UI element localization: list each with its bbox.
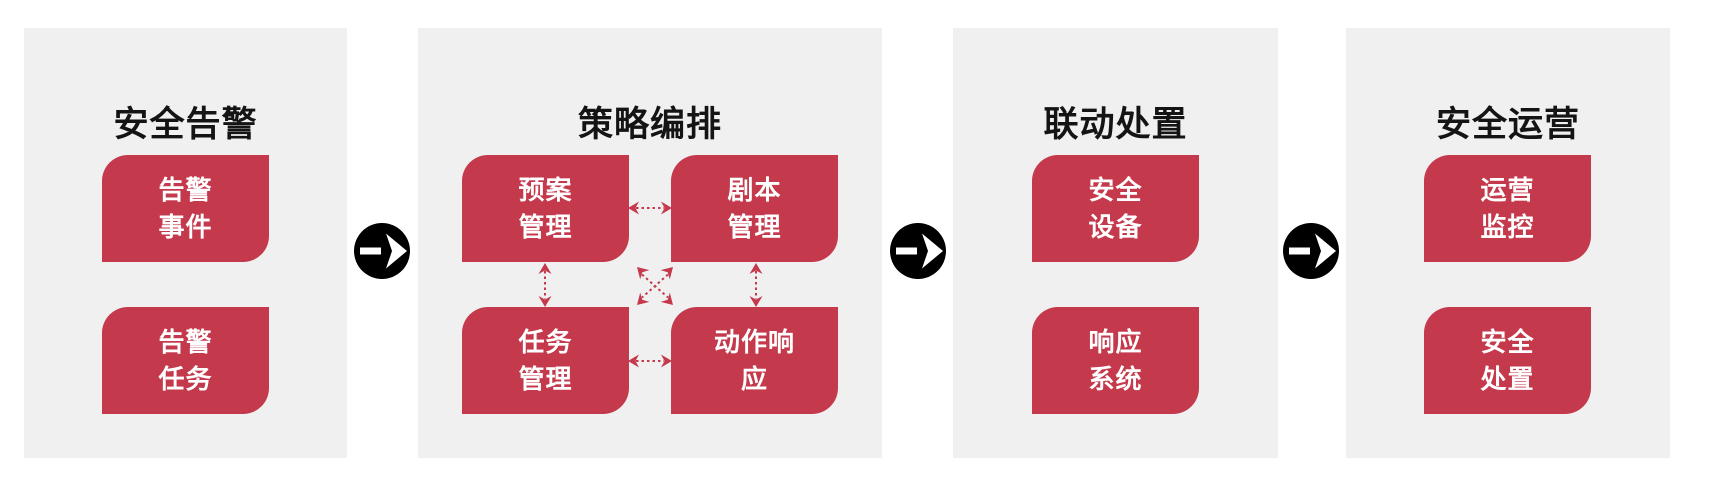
stage-box-operation-monitoring: 运营 监控: [1424, 155, 1591, 262]
flow-next-icon: [1282, 222, 1340, 280]
horizontal-dashed-double-arrow-icon: [627, 352, 673, 370]
stage-box-security-disposal: 安全 处置: [1424, 307, 1591, 414]
stage-box-action-response: 动作响 应: [671, 307, 838, 414]
stage-box-response-systems: 响应 系统: [1032, 307, 1199, 414]
flow-next-icon: [353, 222, 411, 280]
stage-box-alert-tasks: 告警 任务: [102, 307, 269, 414]
stage-title: 安全告警: [113, 105, 258, 144]
cross-exchange-arrows-icon: [628, 263, 682, 309]
stage-box-security-devices: 安全 设备: [1032, 155, 1199, 262]
stage-title: 安全运营: [1435, 105, 1580, 144]
stage-box-task-management: 任务 管理: [462, 307, 629, 414]
stage-panel-strategy-orchestration: 策略编排 预案 管理 剧本 管理 任务 管理 动作响 应: [418, 28, 882, 458]
vertical-dashed-double-arrow-icon: [747, 262, 765, 308]
stage-panel-linkage-disposal: 联动处置 安全 设备 响应 系统: [953, 28, 1278, 458]
stage-box-playbook-management: 剧本 管理: [671, 155, 838, 262]
stage-title: 策略编排: [577, 105, 722, 144]
vertical-dashed-double-arrow-icon: [536, 262, 554, 308]
stage-box-plan-management: 预案 管理: [462, 155, 629, 262]
stage-panel-security-alert: 安全告警 告警 事件 告警 任务: [24, 28, 347, 458]
stage-title: 联动处置: [1043, 105, 1188, 144]
flow-next-icon: [889, 222, 947, 280]
horizontal-dashed-double-arrow-icon: [627, 199, 673, 217]
stage-box-alert-events: 告警 事件: [102, 155, 269, 262]
stage-panel-security-operation: 安全运营 运营 监控 安全 处置: [1346, 28, 1670, 458]
